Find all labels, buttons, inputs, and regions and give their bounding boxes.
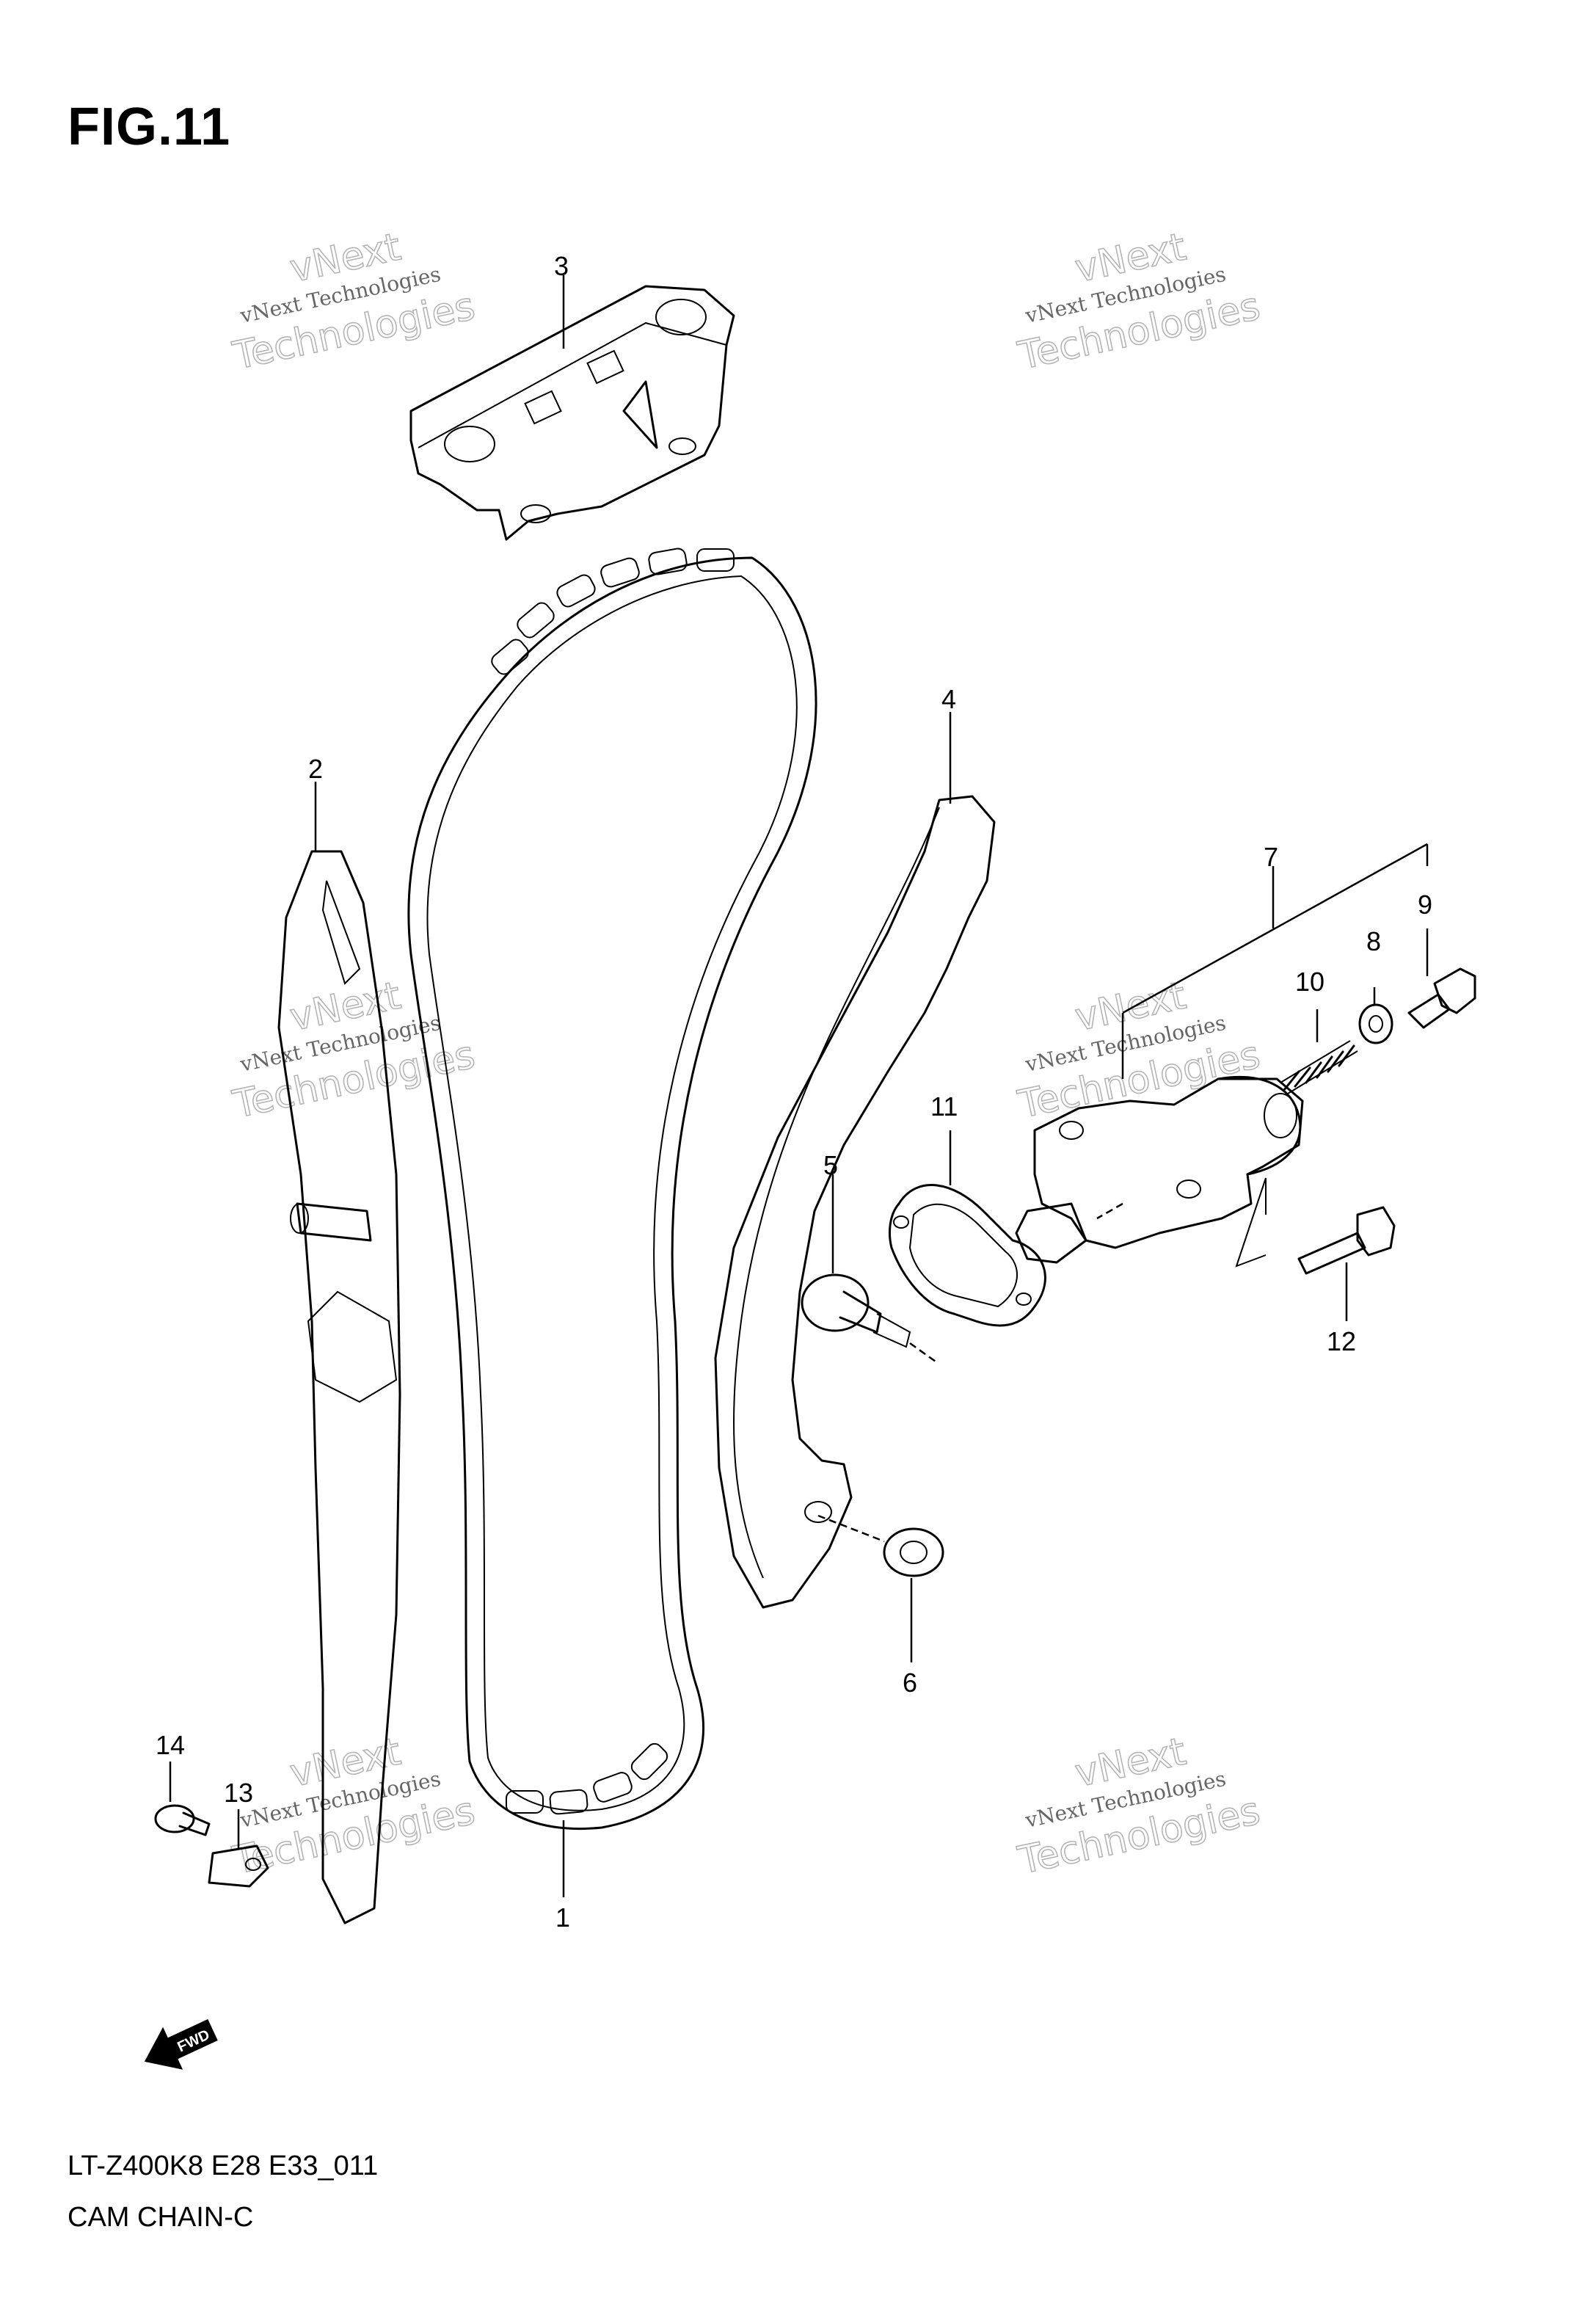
callout-5: 5 [823,1150,838,1180]
chain-links-bottom [506,1742,668,1815]
part-8-washer [1358,1003,1393,1044]
watermarks: vNext vNext Technologies Technologies vN… [228,225,1264,1884]
watermark-top-right: vNext vNext Technologies Technologies [1013,225,1264,379]
part-5-pivot-bolt [801,1273,936,1363]
forward-arrow-icon: FWD [144,2018,218,2070]
part-12-bolt [1235,1177,1396,1275]
part-9-cap-bolt [1407,967,1476,1029]
part-4-tensioner-arm [714,795,996,1609]
callout-11: 11 [930,1091,958,1122]
part-14-screw [154,1804,211,1836]
callout-10: 10 [1295,967,1324,997]
callout-14: 14 [156,1730,185,1760]
callout-7: 7 [1264,842,1278,872]
callout-6: 6 [903,1668,917,1698]
callout-3: 3 [554,251,569,281]
callout-13: 13 [224,1778,253,1808]
part-13-clip [208,1844,269,1888]
part-2-chain-guide [277,850,401,1924]
callout-2: 2 [308,754,323,784]
callout-4: 4 [941,684,956,714]
part-11-gasket [888,1184,1046,1327]
figure-title: FIG.11 [68,98,231,156]
watermark-top-left: vNext vNext Technologies Technologies [228,225,479,379]
part-7-tensioner-assy [1015,1075,1304,1264]
callout-1: 1 [555,1902,570,1933]
part-6-washer [817,1514,944,1577]
callout-9: 9 [1418,890,1432,920]
part-10-spring [1280,1040,1358,1094]
watermark-bottom-right: vNext vNext Technologies Technologies [1013,1729,1264,1884]
callouts: 3 2 4 7 9 8 10 11 5 12 6 14 13 1 [156,251,1432,1933]
leader-lines [169,275,1429,1897]
diagram-code: LT-Z400K8 E28 E33_011 [68,2151,379,2181]
part-3-guide-plate [409,285,735,541]
watermark-mid-left: vNext vNext Technologies Technologies [228,973,479,1128]
part-1-cam-chain [407,548,817,1830]
callout-8: 8 [1366,926,1381,956]
callout-12: 12 [1327,1326,1356,1356]
diagram-caption: CAM CHAIN-C [68,2202,254,2233]
chain-links-top [491,548,735,675]
watermark-mid-right: vNext vNext Technologies Technologies [1013,973,1264,1128]
